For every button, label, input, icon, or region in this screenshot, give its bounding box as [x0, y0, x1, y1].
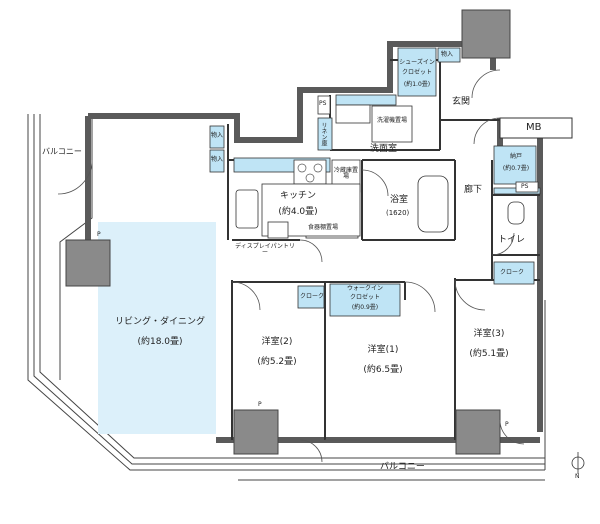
cloak-left-label: クローク — [300, 293, 325, 300]
western2-name: 洋室(2) — [261, 337, 293, 347]
compass-n-label: N — [575, 473, 580, 480]
monoire-top — [437, 47, 461, 63]
balcony-left-outline — [27, 114, 245, 471]
living-dining-size: (約18.0畳) — [137, 337, 183, 347]
balcony-bottom-label: バルコニー — [380, 462, 425, 472]
cloak-right-label: クローク — [500, 269, 525, 276]
stove-burners — [297, 163, 323, 183]
western3-size: (約5.1畳) — [469, 349, 509, 359]
column-ld — [65, 239, 111, 287]
western1-size: (約6.5畳) — [363, 365, 403, 375]
washbasin — [335, 104, 371, 124]
pantry-box — [267, 221, 289, 239]
toilet-name: トイレ — [498, 235, 526, 245]
linen-label: リネン庫 — [320, 122, 327, 146]
ps-upper-box — [317, 95, 331, 115]
ps-right-label: PS — [521, 183, 529, 190]
ps-upper-label: PS — [319, 100, 327, 107]
stove — [293, 159, 327, 185]
monoire-left-b — [209, 149, 225, 173]
toilet-fixture — [507, 201, 525, 225]
door-swings — [57, 69, 525, 463]
monoire-left-a — [209, 125, 225, 149]
monoire-left-b-label: 物入 — [211, 156, 224, 163]
monoire-top-label: 物入 — [441, 51, 454, 58]
shoe-closet-line1: シューズイン — [399, 59, 435, 66]
mb-box — [499, 117, 573, 139]
walkin-size: (約0.9畳) — [351, 304, 379, 311]
nando-name: 納戸 — [509, 153, 522, 160]
mb-label: MB — [526, 122, 542, 133]
linen-closet — [317, 117, 333, 151]
living-dining-area — [98, 222, 216, 434]
cloak-left — [297, 285, 325, 309]
walkin-line2: クロゼット — [349, 294, 380, 301]
nando-closet — [493, 145, 537, 185]
column-w3 — [455, 409, 501, 455]
walkin-closet — [329, 283, 401, 317]
p-marker-ld: P — [97, 231, 101, 238]
columns — [65, 9, 511, 455]
kitchen-name: キッチン — [279, 191, 316, 201]
p-marker-w3: P — [505, 421, 509, 428]
western2-size: (約5.2畳) — [257, 357, 297, 367]
cloak-right — [493, 261, 535, 285]
bathroom-size: (1620) — [386, 209, 410, 217]
fixtures — [235, 95, 539, 239]
sink — [235, 189, 259, 229]
balcony-left-label: バルコニー — [42, 147, 82, 156]
washroom-name: 洗面室 — [370, 144, 398, 154]
shoe-closet-line2: クロゼット — [401, 69, 432, 76]
compass-icon — [571, 452, 585, 474]
walkin-line1: ウォークイン — [346, 285, 383, 292]
column-w2 — [233, 409, 279, 455]
kitchen-size: (約4.0畳) — [278, 207, 318, 217]
laundry-strip — [335, 94, 397, 106]
shoe-closet-size: (約1.0畳) — [403, 81, 431, 88]
entrance-name: 玄関 — [452, 97, 471, 107]
bathroom-name: 浴室 — [390, 195, 409, 205]
interior-walls — [227, 59, 540, 440]
p-marker-w2: P — [258, 401, 262, 408]
laundry-space — [371, 105, 413, 143]
bathtub — [417, 175, 449, 233]
living-dining-name: リビング・ダイニング — [114, 317, 205, 327]
laundry-label: 洗濯機置場 — [376, 117, 407, 124]
balcony-bottom-outline — [238, 300, 546, 481]
ps-right-box — [515, 181, 539, 193]
western3-name: 洋室(3) — [473, 329, 505, 339]
dish-label: 食器棚置場 — [308, 224, 339, 231]
shoe-closet — [397, 47, 437, 97]
fridge-label: 冷蔵庫置場 — [333, 167, 358, 180]
nando-size: (約0.7畳) — [502, 165, 530, 172]
monoire-left-a-label: 物入 — [211, 132, 224, 139]
column-top — [461, 9, 511, 59]
western1-name: 洋室(1) — [367, 345, 399, 355]
hallway-name: 廊下 — [464, 185, 483, 195]
display-label: ディスプレイパントリー — [235, 243, 295, 256]
